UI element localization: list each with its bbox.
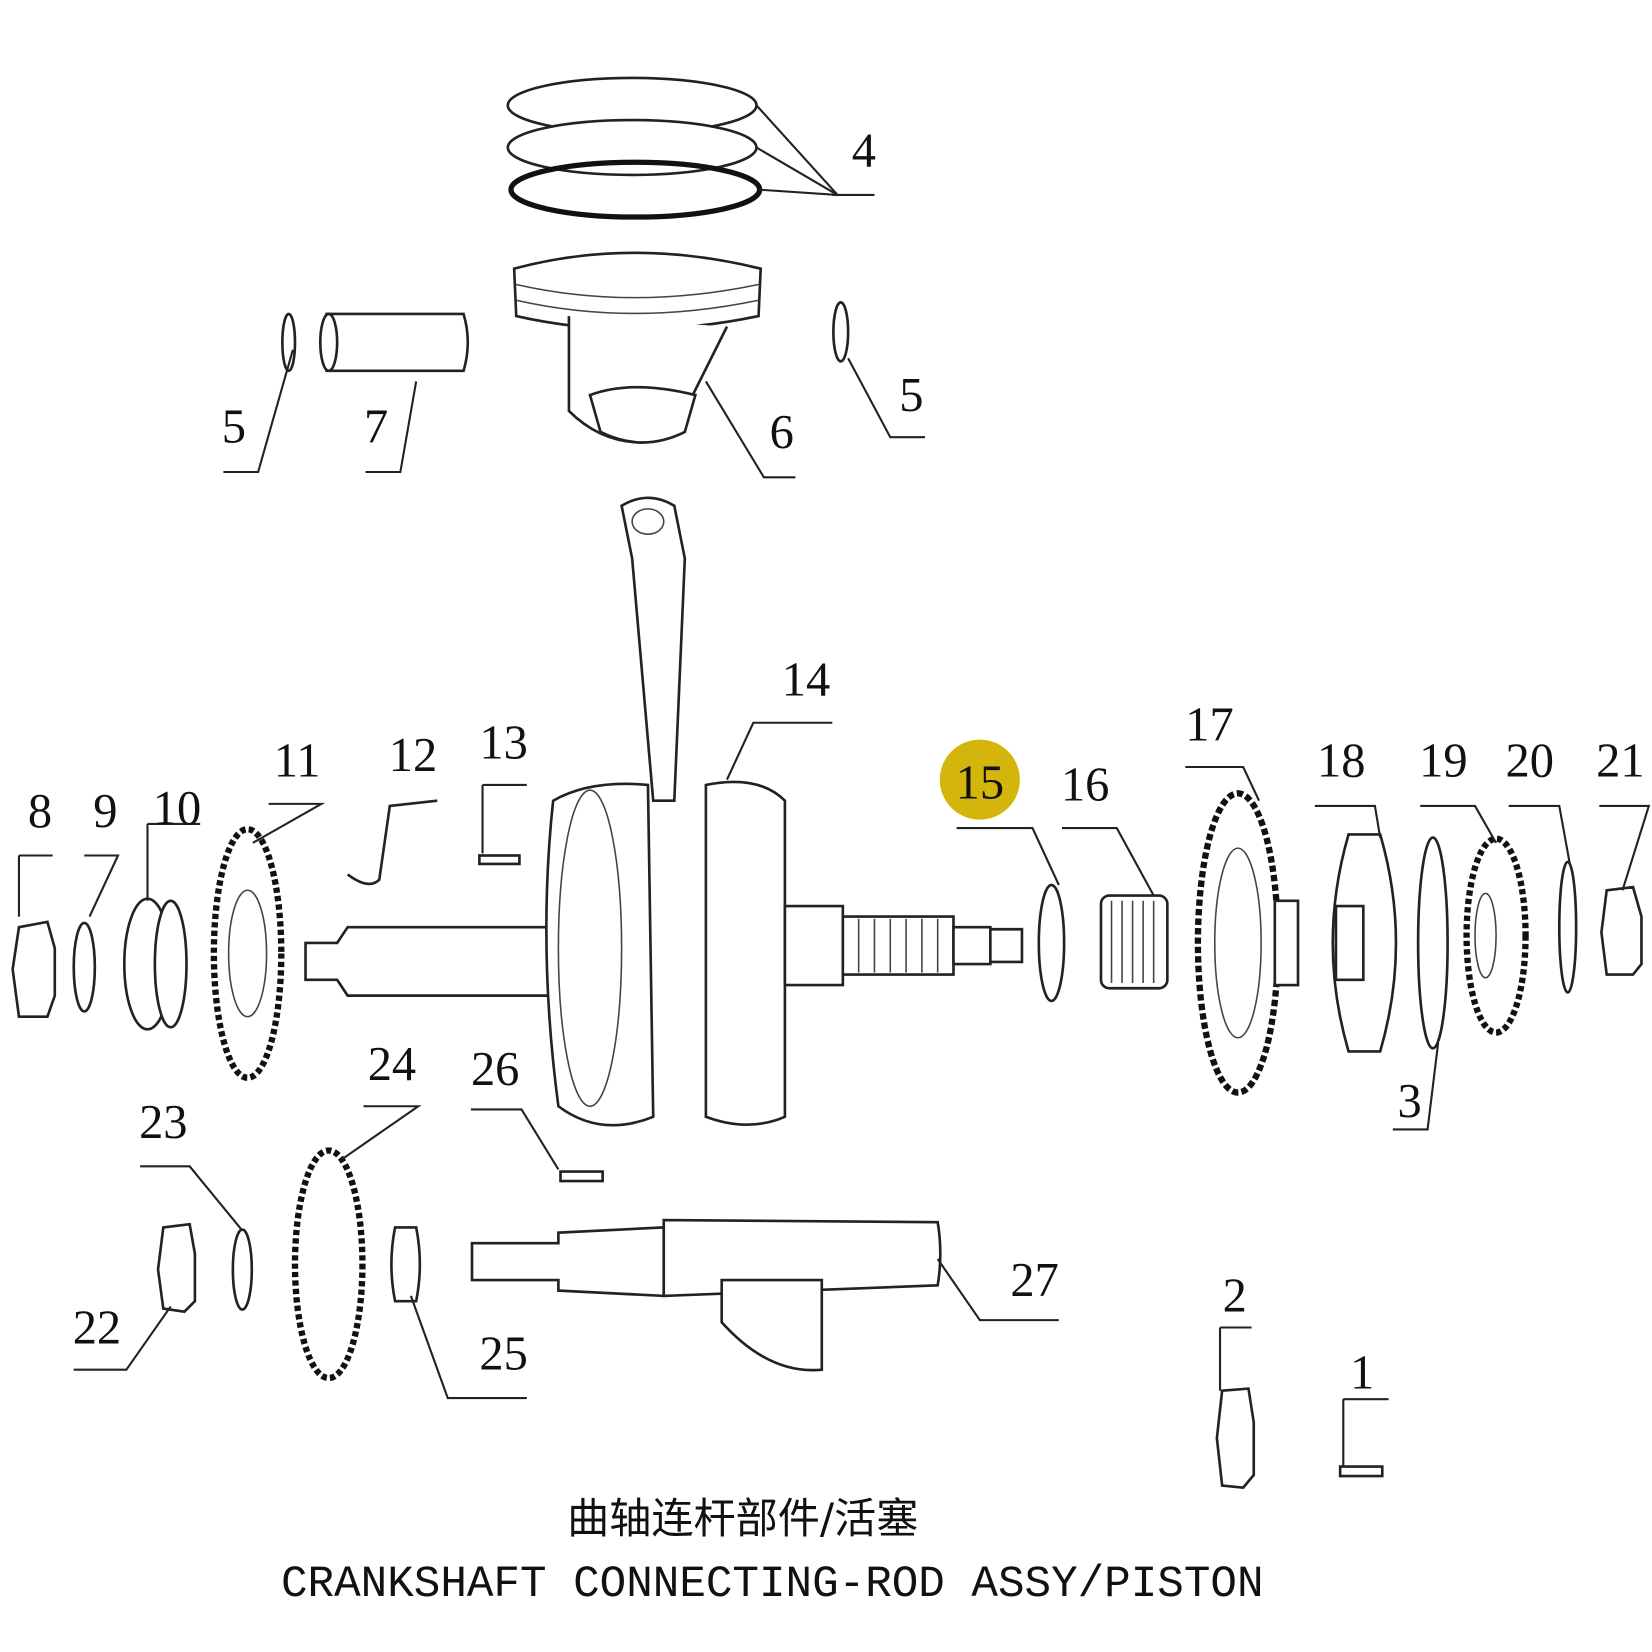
washer-20 [1557,860,1578,994]
label-1[interactable]: 1 [1350,1347,1374,1400]
title-english: CRANKSHAFT CONNECTING-ROD ASSY/PISTON [281,1560,1264,1610]
washer-3 [1416,836,1449,1050]
pin-1 [1338,1465,1384,1478]
label-9[interactable]: 9 [93,785,117,838]
label-25[interactable]: 25 [479,1328,527,1381]
label-8[interactable]: 8 [28,785,52,838]
crankshaft [304,780,1024,1127]
label-23[interactable]: 23 [139,1096,187,1149]
key-12 [346,799,438,886]
balancer-shaft-27 [470,1218,942,1372]
label-26[interactable]: 26 [471,1043,519,1096]
nut-8 [11,920,57,1019]
label-14[interactable]: 14 [782,653,830,706]
label-11[interactable]: 11 [274,734,321,787]
label-2[interactable]: 2 [1223,1270,1247,1323]
circlip-right [832,301,850,363]
gear-10 [123,897,188,1031]
piston-pin [318,312,470,373]
gear-19 [1463,835,1529,1036]
gear-17 [1194,790,1300,1096]
label-20[interactable]: 20 [1506,734,1554,787]
pin-26 [559,1170,604,1183]
pin-13 [478,854,521,866]
gear-24 [291,1147,366,1382]
label-27[interactable]: 27 [1010,1254,1058,1307]
leader-lines [17,104,1651,1467]
label-6[interactable]: 6 [770,406,794,459]
label-16[interactable]: 16 [1061,759,1109,812]
label-4[interactable]: 4 [852,124,876,177]
nut-2 [1215,1387,1256,1490]
label-22[interactable]: 22 [73,1301,121,1354]
label-18[interactable]: 18 [1317,734,1365,787]
label-7[interactable]: 7 [364,401,388,454]
label-13[interactable]: 13 [479,717,527,770]
label-5-left[interactable]: 5 [222,401,246,454]
label-15[interactable]: 15 [956,757,1004,810]
nut-21 [1600,885,1643,976]
label-3[interactable]: 3 [1398,1075,1422,1128]
connecting-rod [620,496,687,803]
washer-23 [231,1228,254,1311]
part-labels[interactable]: 4 5 7 6 5 14 8 9 10 11 12 13 15 16 17 18… [28,124,1645,1399]
needle-bearing-16 [1099,894,1169,990]
label-24[interactable]: 24 [368,1038,416,1091]
label-10[interactable]: 10 [153,782,201,835]
washer-9 [72,921,97,1013]
label-12[interactable]: 12 [389,729,437,782]
piston [512,251,763,444]
label-21[interactable]: 21 [1596,734,1644,787]
title-chinese: 曲轴连杆部件/活塞 [567,1494,918,1543]
label-17[interactable]: 17 [1185,699,1233,752]
clutch-18 [1331,833,1398,1053]
label-5-right[interactable]: 5 [899,369,923,422]
bushing-25 [390,1226,422,1303]
gear-11 [210,826,285,1081]
piston-rings [506,76,763,220]
label-19[interactable]: 19 [1419,734,1467,787]
nut-22 [156,1222,197,1314]
highlight-marker [939,739,1020,820]
washer-15 [1037,883,1066,1003]
